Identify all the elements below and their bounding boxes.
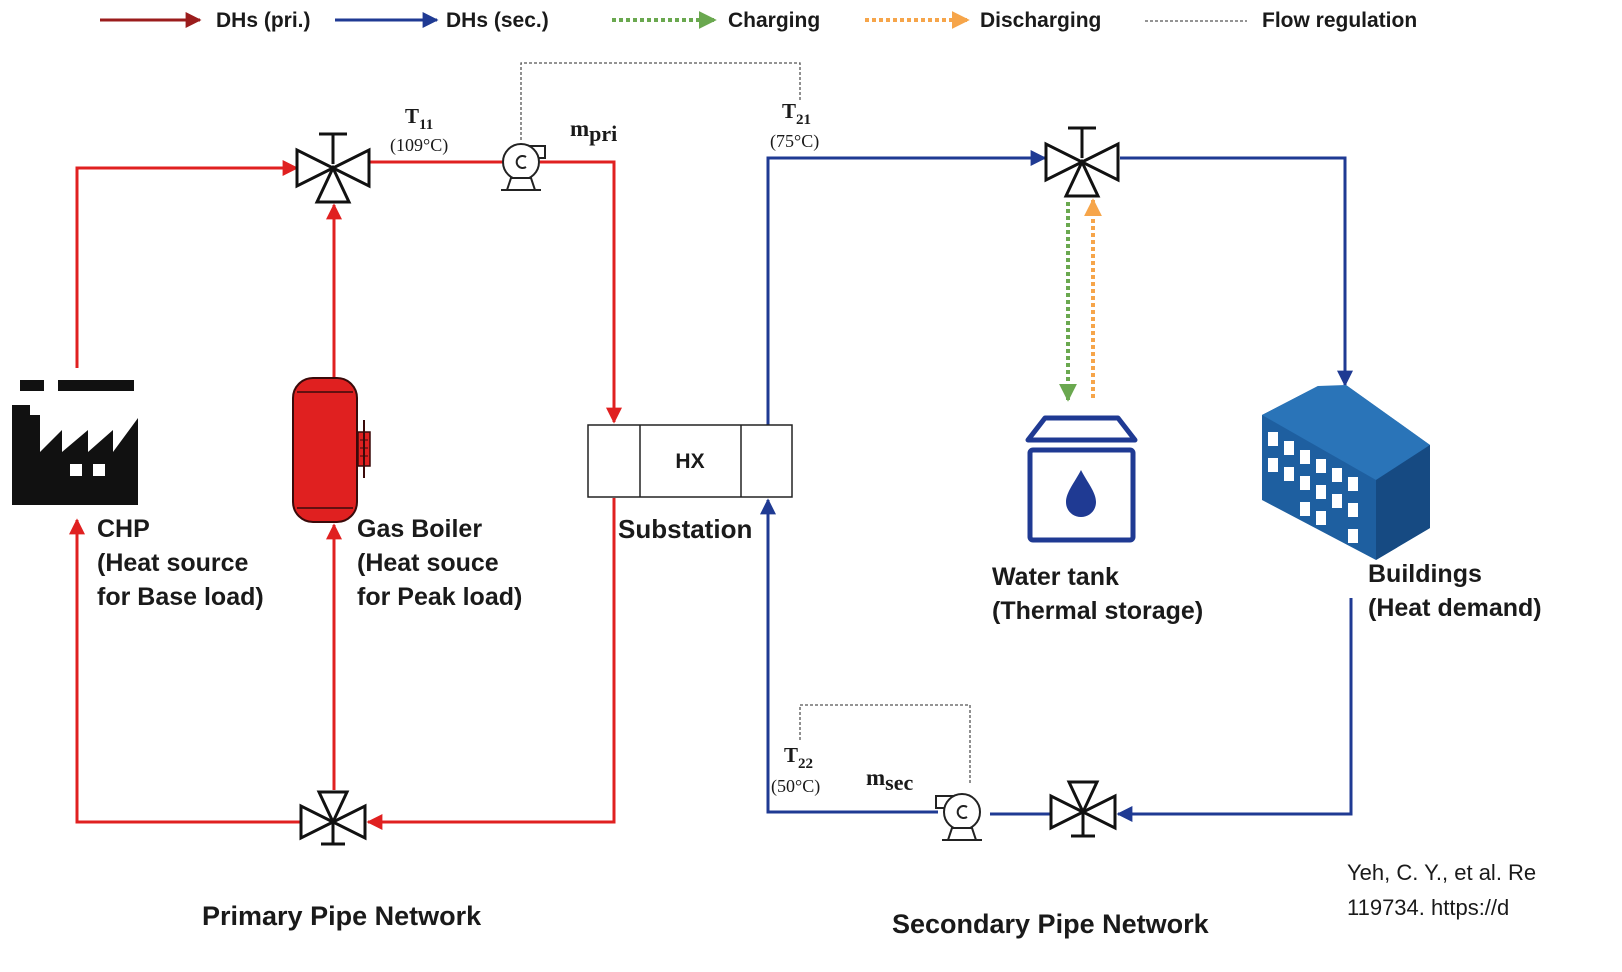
hx-label: HX [675, 450, 704, 473]
citation: Yeh, C. Y., et al. Re 119734. https://d [1347, 860, 1542, 920]
heat-exchanger: HX [587, 424, 793, 498]
t21-label: T21 [782, 99, 811, 128]
t22-label: T22 [784, 743, 813, 772]
legend-discharging-label: Discharging [980, 9, 1101, 32]
boiler-label-line3: for Peak load) [357, 583, 522, 611]
pipe-substation-return [366, 498, 616, 830]
substation-label: Substation [618, 514, 752, 544]
primary-flow-regulation-line [520, 62, 801, 140]
water-tank-icon [1025, 415, 1138, 543]
gas-boiler-icon [292, 377, 371, 523]
legend: DHs (pri.) DHs (sec.) Charging Dischargi… [100, 9, 1417, 32]
chp-label-line3: for Base load) [97, 583, 264, 611]
legend-regulation-label: Flow regulation [1262, 9, 1417, 32]
t21-value: (75°C) [770, 131, 819, 152]
pipe-top-valve-to-buildings [1120, 156, 1353, 387]
tank-label-line2: (Thermal storage) [992, 597, 1203, 625]
pipe-chp-to-top-valve [75, 160, 299, 368]
chp-label-line1: CHP [97, 515, 149, 543]
pipe-bottom-valve-to-chp [69, 518, 300, 824]
primary-pipes [69, 160, 622, 830]
buildings-label-line1: Buildings [1368, 560, 1482, 588]
legend-charging-label: Charging [728, 9, 820, 32]
buildings-label: Buildings (Heat demand) [1368, 560, 1542, 622]
mpri-label: mpri [570, 116, 617, 146]
chp-label: CHP (Heat source for Base load) [97, 515, 264, 611]
pipe-buildings-to-bottom-valve [1116, 598, 1353, 822]
boiler-label: Gas Boiler (Heat souce for Peak load) [357, 515, 522, 611]
citation-line2: 119734. https://d [1347, 895, 1509, 920]
t11-label: T11 [405, 104, 433, 133]
pipe-pump-to-substation [540, 160, 622, 424]
pump-icon [935, 793, 982, 841]
tank-label: Water tank (Thermal storage) [992, 563, 1203, 625]
pipe-substation-to-top-valve [766, 150, 1047, 425]
t11-value: (109°C) [390, 135, 448, 156]
citation-line1: Yeh, C. Y., et al. Re [1347, 860, 1536, 885]
three-way-valve-icon [1044, 126, 1120, 198]
legend-pri-label: DHs (pri.) [216, 9, 311, 32]
boiler-label-line2: (Heat souce [357, 549, 499, 577]
msec-label: msec [866, 765, 913, 795]
pump-icon [501, 143, 546, 191]
tank-label-line1: Water tank [992, 563, 1119, 591]
legend-sec-label: DHs (sec.) [446, 9, 549, 32]
factory-icon [12, 380, 138, 505]
three-way-valve-icon [299, 790, 367, 846]
three-way-valve-icon [295, 132, 371, 204]
pipe-pump-to-substation-return [760, 498, 938, 814]
secondary-flow-regulation-line [799, 704, 971, 785]
boiler-label-line1: Gas Boiler [357, 515, 482, 543]
three-way-valve-icon [1049, 780, 1117, 838]
t22-value: (50°C) [771, 776, 820, 797]
secondary-pipes [760, 150, 1353, 822]
primary-network-title: Primary Pipe Network [202, 901, 482, 931]
buildings-icon [1262, 385, 1430, 560]
secondary-network-title: Secondary Pipe Network [892, 909, 1210, 939]
buildings-label-line2: (Heat demand) [1368, 594, 1542, 622]
chp-label-line2: (Heat source [97, 549, 249, 577]
